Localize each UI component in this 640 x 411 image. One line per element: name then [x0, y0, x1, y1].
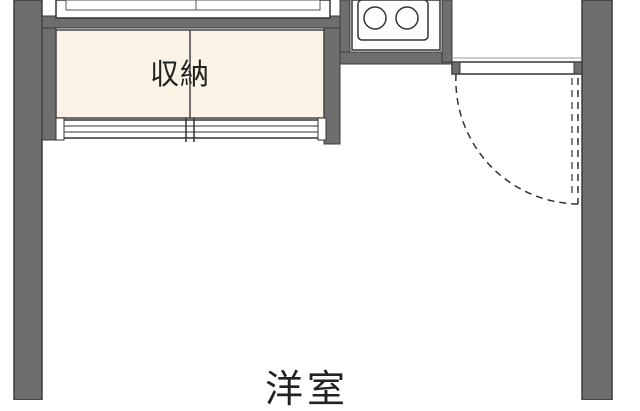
sliding-door-jamb-left — [55, 117, 65, 141]
sliding-door-track — [59, 119, 323, 139]
kitchen-counter — [55, 0, 331, 19]
western-room-label: 洋室 — [265, 367, 350, 411]
stove-icon — [351, 0, 441, 51]
door-header-left — [451, 61, 461, 75]
left-wall — [13, 0, 43, 400]
door-swing-arc — [455, 73, 579, 205]
storage-wall-left — [41, 27, 57, 141]
storage-closet — [41, 27, 341, 145]
burner-right — [395, 6, 419, 30]
burner-left — [363, 6, 387, 30]
stove-wall-bottom — [339, 51, 453, 65]
door-header-right — [573, 61, 583, 75]
sliding-door-jamb-right — [317, 117, 327, 141]
door-frame — [451, 61, 583, 75]
stove-top — [357, 0, 429, 41]
right-wall — [581, 0, 613, 400]
door-header — [451, 61, 583, 75]
door-swing-icon — [455, 73, 579, 205]
stove-wall-right — [441, 0, 453, 63]
sliding-door-icon — [55, 117, 327, 142]
counter-inner — [65, 0, 321, 11]
storage-label: 収納 — [150, 57, 211, 91]
floor-plan — [13, 0, 613, 400]
